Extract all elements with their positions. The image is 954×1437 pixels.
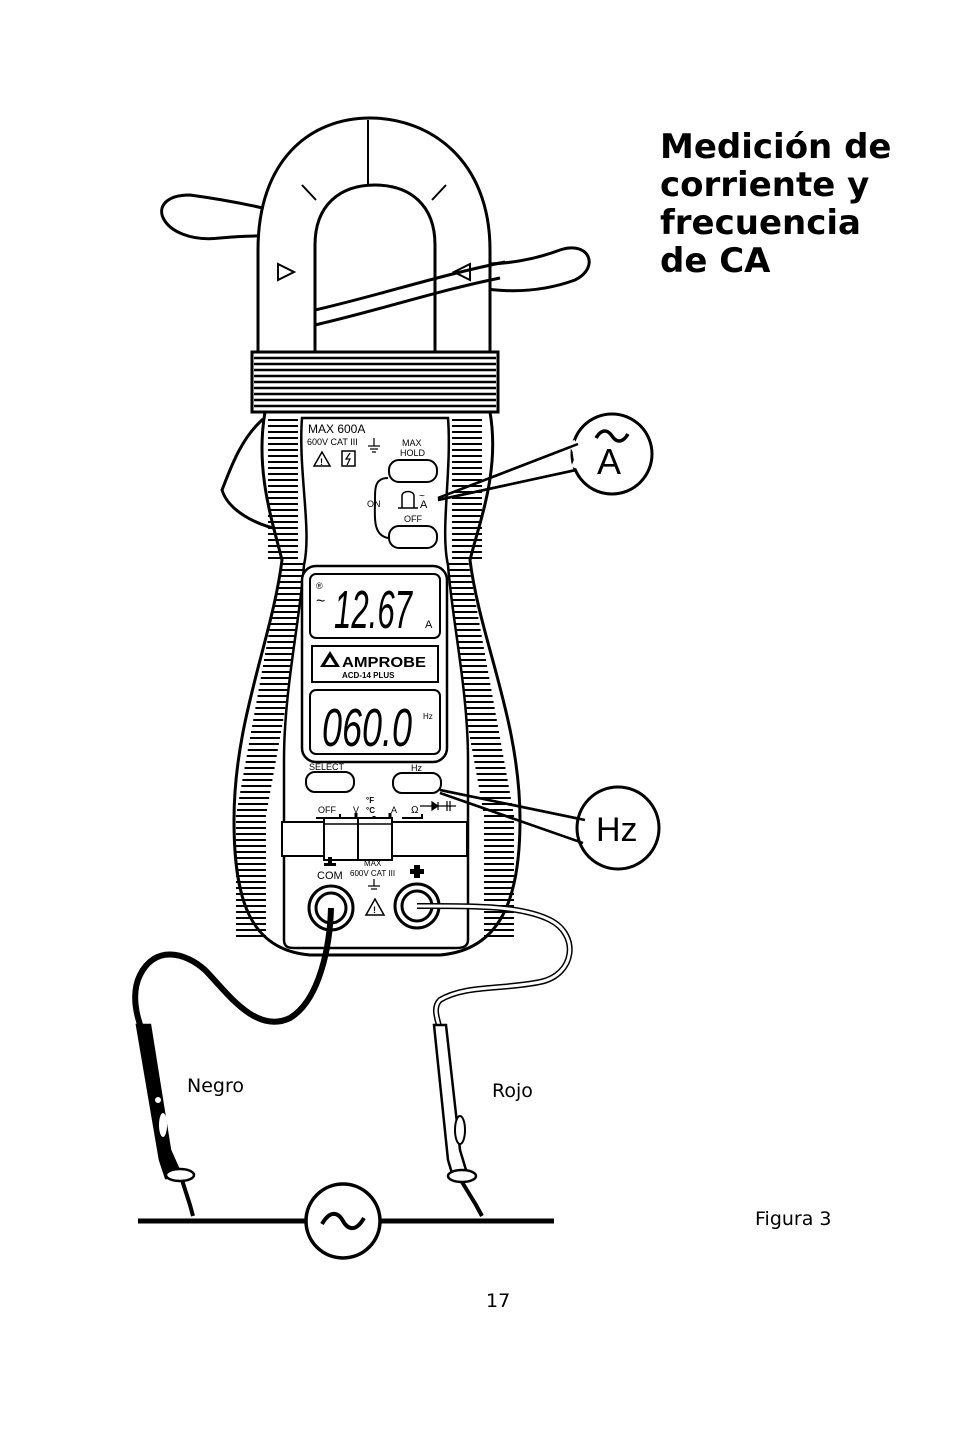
title-line-3: frecuencia	[660, 203, 861, 243]
svg-text:!: !	[320, 457, 323, 467]
brand-plate	[311, 645, 439, 683]
com-label: COM	[317, 870, 343, 882]
com-ground-icon	[324, 857, 336, 866]
callout-amps-bubble	[570, 412, 654, 496]
ground-icon	[368, 438, 380, 453]
shock-hazard-icon	[341, 450, 356, 467]
brand-name: AMPROBE	[342, 654, 426, 671]
title-line-1: Medición de	[660, 127, 892, 167]
jaw-opening	[313, 183, 437, 362]
max-hold-button[interactable]	[388, 459, 438, 483]
dial-v: V	[353, 805, 359, 815]
input-warning-icon	[364, 897, 386, 916]
dial-a: A	[391, 805, 397, 815]
hz-button-label: Hz	[411, 763, 422, 773]
title-line-2: corriente y	[660, 165, 870, 205]
off-label: OFF	[404, 514, 422, 524]
rating-max: MAX 600A	[308, 422, 365, 436]
select-label: SELECT	[309, 762, 345, 772]
on-label: ON	[367, 499, 381, 509]
input-cat: 600V CAT III	[350, 869, 395, 878]
red-lead-label: Rojo	[492, 1080, 533, 1102]
clamp-meter-icon	[398, 490, 418, 509]
body-grip-right	[438, 419, 515, 937]
lcd-bottom	[309, 689, 441, 755]
input-ground-icon	[368, 879, 380, 890]
svg-text:A: A	[420, 499, 428, 511]
dial-ohm: Ω	[411, 805, 419, 816]
lcd-top	[309, 573, 441, 639]
svg-text:~: ~	[419, 491, 425, 502]
input-max: MAX	[364, 859, 382, 868]
max-hold-label-1: MAX	[402, 438, 422, 448]
callout-hz-bubble	[575, 785, 661, 871]
warning-triangle-icon	[312, 450, 332, 467]
max-hold-label-2: HOLD	[400, 448, 426, 458]
page-title: Medición de corriente y frecuencia de CA	[660, 128, 930, 280]
black-lead-cable	[132, 907, 334, 1032]
red-test-probe-icon	[432, 1023, 484, 1217]
lcd-top-value: 12.67	[334, 580, 413, 640]
ac-tilde-icon	[594, 429, 630, 443]
dial-c: °C	[366, 806, 375, 815]
collar	[250, 350, 500, 414]
lcd-top-unit: A	[425, 619, 433, 631]
diode-continuity-icon	[420, 800, 456, 812]
page-number: 17	[486, 1290, 511, 1312]
title-line-4: de CA	[660, 241, 771, 281]
black-lead-label: Negro	[187, 1075, 244, 1097]
dial-off: OFF	[318, 805, 336, 815]
svg-text:!: !	[373, 905, 376, 915]
svg-text:®: ®	[316, 581, 323, 591]
figure-caption: Figura 3	[755, 1208, 832, 1230]
power-off-button[interactable]	[388, 525, 438, 549]
svg-text:~: ~	[316, 593, 325, 610]
lcd-bottom-unit: Hz	[423, 712, 433, 721]
hz-button[interactable]	[392, 772, 442, 794]
black-test-probe-icon	[135, 1023, 196, 1217]
callout-hz-label: Hz	[596, 811, 638, 849]
lcd-bottom-value: 060.0	[322, 698, 412, 758]
dial-f: °F	[366, 796, 374, 805]
callout-amps-label: A	[597, 441, 621, 482]
positive-terminal-icon	[410, 865, 424, 878]
model-name: ACD-14 PLUS	[342, 671, 395, 680]
select-button[interactable]	[305, 771, 355, 793]
rating-cat: 600V CAT III	[307, 437, 358, 447]
